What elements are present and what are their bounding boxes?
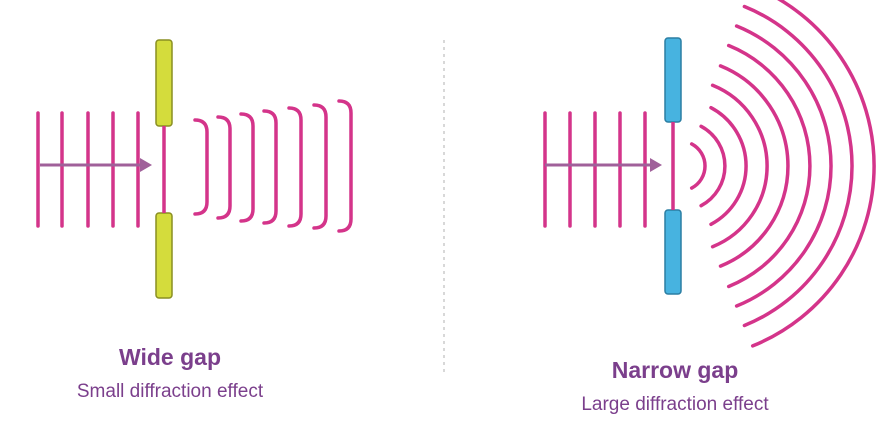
wide-diffracted-wavefront-2	[216, 115, 232, 220]
wide-diffracted-wavefront-4	[262, 109, 278, 225]
wide-diffracted-wavefront-1	[193, 118, 209, 216]
narrow-diffracted-wavefront-7	[734, 24, 833, 308]
wide-barrier-top	[155, 39, 173, 127]
wide-barrier-bottom	[155, 212, 173, 299]
narrow-gap-panel	[543, 0, 876, 348]
wide-gap-caption: Wide gap Small diffraction effect	[20, 343, 320, 405]
narrow-diffracted-wavefront-5	[718, 64, 790, 268]
wide-gap-title: Wide gap	[118, 344, 222, 370]
wide-gap-panel	[36, 39, 353, 299]
wide-diffracted-wavefront-7	[337, 99, 353, 233]
narrow-gap-subtitle: Large diffraction effect	[581, 394, 769, 415]
narrow-diffracted-wavefront-2	[699, 124, 727, 208]
narrow-diffracted-wavefront-9	[750, 0, 876, 348]
narrow-gap-caption: Narrow gap Large diffraction effect	[525, 356, 825, 418]
narrow-barrier-top	[664, 37, 682, 123]
narrow-diffracted-wavefront-6	[726, 43, 812, 289]
wide-arrow-head	[140, 158, 152, 172]
wide-diffracted-wavefront-6	[312, 103, 328, 230]
narrow-arrow-head	[650, 158, 662, 172]
narrow-gap-title: Narrow gap	[611, 357, 739, 383]
wide-diffracted-wavefront-5	[287, 106, 303, 228]
narrow-diffracted-wavefront-8	[742, 4, 854, 328]
narrow-diffracted-wavefront-1	[689, 142, 707, 190]
narrow-barrier-bottom	[664, 209, 682, 295]
wide-gap-subtitle: Small diffraction effect	[76, 381, 264, 402]
narrow-diffracted-wavefront-4	[710, 83, 769, 249]
narrow-diffracted-wavefront-3	[709, 105, 748, 227]
wide-diffracted-wavefront-3	[239, 112, 255, 223]
